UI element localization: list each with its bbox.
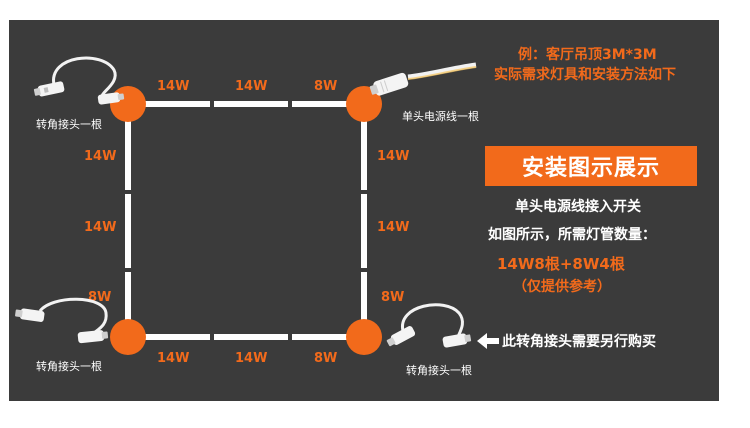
tube-label-top-3: 8W [314, 79, 338, 94]
tube-label-top-1: 14W [157, 79, 190, 94]
tube-top-1 [136, 101, 210, 107]
corner-connector-bottom-left-icon [15, 297, 109, 344]
tube-label-right-2: 14W [377, 220, 410, 235]
tube-bottom-1 [136, 334, 210, 340]
tube-top-3 [292, 101, 352, 107]
tube-top-2 [214, 101, 288, 107]
tube-label-left-2: 14W [84, 220, 117, 235]
info-line-1: 单头电源线接入开关 [515, 199, 641, 215]
connector-label-bottom-left: 转角接头一根 [36, 360, 102, 373]
corner-bottom-left [110, 319, 146, 355]
tube-label-bottom-1: 14W [157, 351, 190, 366]
tube-right-3 [361, 272, 367, 324]
tube-left-1 [125, 116, 131, 190]
connector-label-top-left: 转角接头一根 [36, 118, 102, 131]
tube-label-top-2: 14W [235, 79, 268, 94]
tube-label-right-1: 14W [377, 149, 410, 164]
example-line-2: 实际需求灯具和安装方法如下 [494, 67, 676, 83]
tube-bottom-2 [214, 334, 288, 340]
power-cord-icon [369, 62, 477, 96]
tube-left-2 [125, 194, 131, 268]
connector-label-bottom-right: 转角接头一根 [406, 364, 472, 377]
tube-label-bottom-3: 8W [314, 351, 338, 366]
corner-connector-top-left-icon [33, 56, 125, 105]
tube-label-right-3: 8W [381, 290, 405, 305]
install-diagram-banner: 安装图示展示 [485, 146, 697, 186]
corner-connector-bottom-right-icon [386, 303, 472, 348]
corner-bottom-right [346, 319, 382, 355]
info-line-3: 14W8根+8W4根 [497, 255, 625, 273]
arrow-note: 此转角接头需要另行购买 [502, 334, 656, 350]
tube-right-2 [361, 194, 367, 268]
connector-label-top-right: 单头电源线一根 [402, 110, 479, 123]
tube-left-3 [125, 272, 131, 324]
arrow-left-icon [477, 333, 499, 349]
corner-top-left [110, 86, 146, 122]
info-line-4: （仅提供参考） [513, 279, 611, 295]
tube-bottom-3 [292, 334, 352, 340]
tube-right-1 [361, 116, 367, 190]
example-line-1: 例：客厅吊顶3M*3M [518, 47, 657, 63]
tube-label-left-1: 14W [84, 149, 117, 164]
tube-label-bottom-2: 14W [235, 351, 268, 366]
info-line-2: 如图所示，所需灯管数量： [488, 227, 656, 243]
